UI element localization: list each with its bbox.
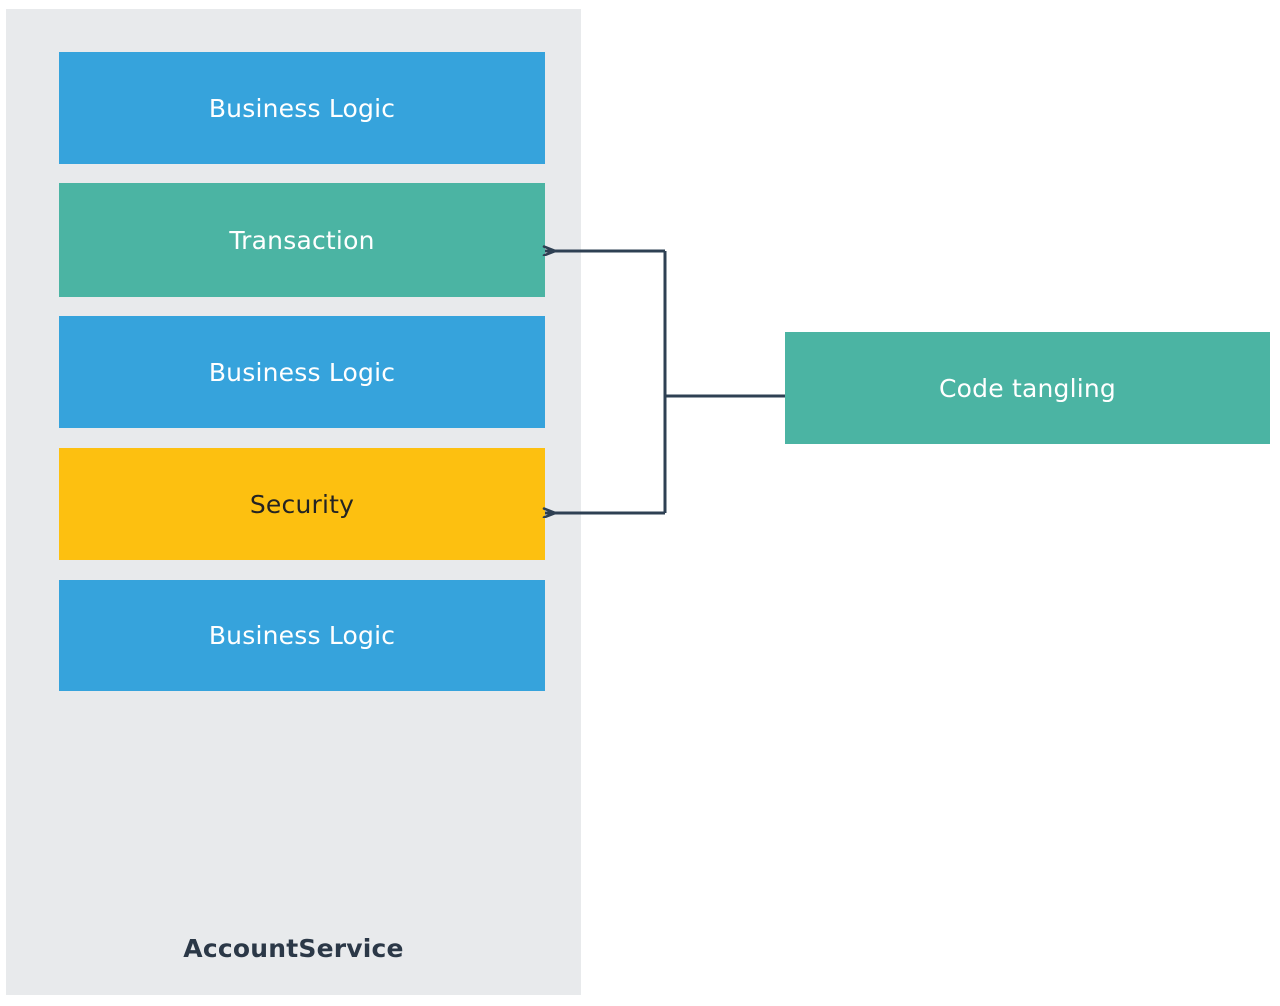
concern-label: Business Logic — [208, 93, 396, 123]
concern-label: Transaction — [229, 225, 375, 255]
concern-label: Business Logic — [208, 357, 396, 387]
concern-bar-business-logic-3[interactable]: Business Logic — [59, 580, 545, 691]
account-service-container[interactable]: Business Logic Transaction Business Logi… — [6, 9, 581, 995]
code-tangling-label: Code tangling — [939, 373, 1116, 403]
code-tangling-box[interactable]: Code tangling — [785, 332, 1270, 444]
concern-bar-transaction[interactable]: Transaction — [59, 183, 545, 297]
concern-label: Business Logic — [208, 621, 396, 650]
concern-bar-security[interactable]: Security — [59, 448, 545, 560]
concern-label: Security — [249, 489, 355, 519]
concern-bar-business-logic-2[interactable]: Business Logic — [59, 316, 545, 428]
account-service-title: AccountService — [183, 934, 404, 963]
concern-bar-business-logic-1[interactable]: Business Logic — [59, 52, 545, 164]
